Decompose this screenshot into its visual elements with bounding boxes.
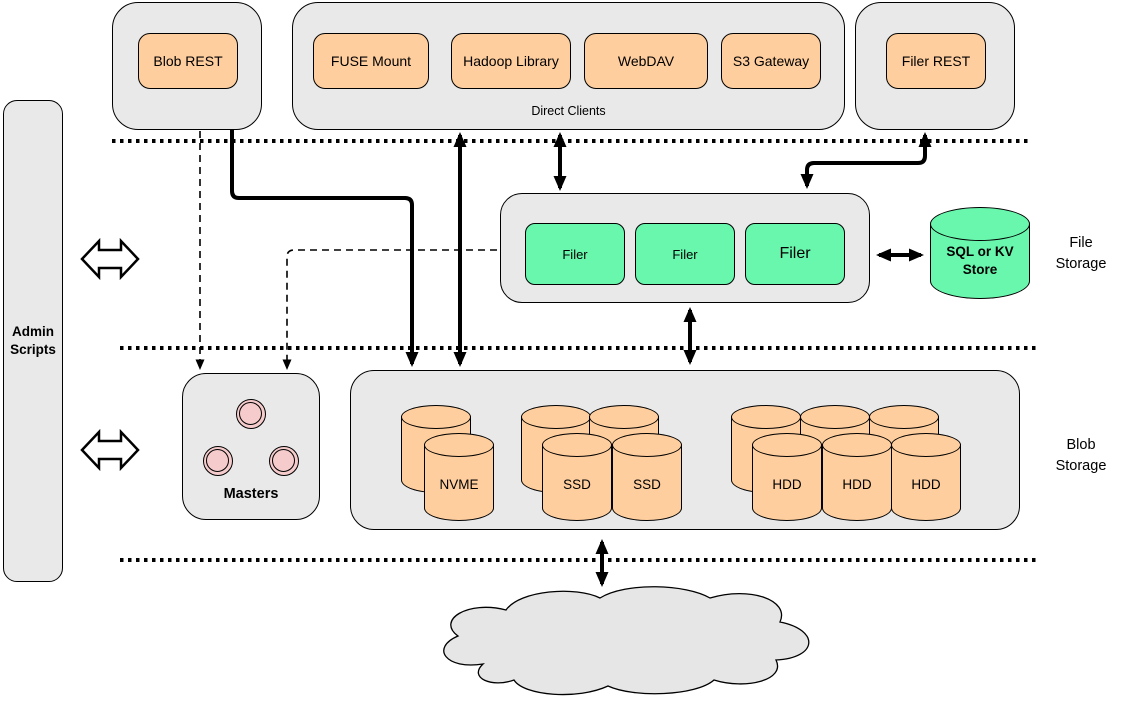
blob-rest-node: Blob REST (138, 33, 238, 89)
ssd-cylinder-1: SSD (542, 433, 612, 521)
fuse-mount-label: FUSE Mount (330, 53, 412, 69)
filer-rest-to-filers-arrow (800, 132, 932, 189)
filer-rest-node: Filer REST (886, 33, 986, 89)
cylinder-top (752, 433, 822, 457)
hdd-cylinder-3: HDD (891, 433, 961, 521)
filer-1-label: Filer (562, 246, 588, 262)
filer-node-1: Filer (525, 223, 625, 285)
hdd-cylinder-1: HDD (752, 433, 822, 521)
hdd-2-label: HDD (842, 477, 872, 492)
hdd-cylinder-2: HDD (822, 433, 892, 521)
cylinder-top (800, 405, 870, 429)
file-storage-section-label: File Storage (1055, 235, 1107, 273)
webdav-node: WebDAV (584, 33, 708, 89)
cylinder-top (891, 433, 961, 457)
nvme-label: NVME (439, 477, 479, 492)
cylinder-top (822, 433, 892, 457)
ssd-cylinder-2: SSD (612, 433, 682, 521)
cylinder-body (891, 445, 961, 521)
admin-file-storage-arrow (80, 237, 140, 281)
sql-kv-store-cylinder: SQL or KV Store (930, 207, 1030, 299)
master-node-circle-1 (236, 399, 266, 429)
cylinder-top (731, 405, 801, 429)
hdd-1-label: HDD (772, 477, 802, 492)
cylinder-top (930, 207, 1030, 241)
cylinder-top (521, 405, 591, 429)
admin-blob-storage-arrow (80, 428, 140, 472)
direct-clients-group: FUSE Mount Hadoop Library WebDAV S3 Gate… (292, 2, 845, 130)
master-node-circle-2 (203, 446, 233, 476)
cylinder-top (869, 405, 939, 429)
filer-rest-label: Filer REST (901, 53, 971, 69)
sql-kv-store-label: SQL or KV Store (946, 244, 1014, 278)
cylinder-top (589, 405, 659, 429)
cylinder-top (612, 433, 682, 457)
filer-node-3: Filer (745, 223, 845, 285)
cylinder-body (822, 445, 892, 521)
blob-rest-to-volumes-arrow (230, 130, 419, 367)
cylinder-body (542, 445, 612, 521)
s3-gateway-node: S3 Gateway (721, 33, 821, 89)
fuse-mount-node: FUSE Mount (313, 33, 429, 89)
webdav-label: WebDAV (617, 53, 675, 69)
master-node-circle-3 (269, 446, 299, 476)
cylinder-top (542, 433, 612, 457)
masters-group: Masters (182, 373, 320, 520)
direct-clients-caption: Direct Clients (531, 104, 606, 118)
blob-rest-group: Blob REST (112, 2, 262, 130)
hadoop-library-node: Hadoop Library (451, 33, 571, 89)
cloud-shape (443, 586, 810, 696)
cylinder-body (424, 445, 494, 521)
nvme-cylinder: NVME (424, 433, 494, 521)
hdd-3-label: HDD (911, 477, 941, 492)
hadoop-library-label: Hadoop Library (463, 53, 559, 69)
cylinder-top (401, 405, 471, 429)
masters-label: Masters (223, 485, 279, 502)
blob-rest-label: Blob REST (153, 53, 223, 69)
filers-to-masters-dashed-arrow (282, 249, 497, 370)
ssd-2-label: SSD (633, 477, 661, 492)
cylinder-top (424, 433, 494, 457)
cylinder-body (752, 445, 822, 521)
filer-2-label: Filer (672, 246, 698, 262)
filer-rest-group: Filer REST (855, 2, 1015, 130)
admin-scripts-label: Admin Scripts (10, 323, 56, 357)
filer-cluster-group: Filer Filer Filer (500, 193, 870, 303)
ssd-1-label: SSD (563, 477, 591, 492)
filer-node-2: Filer (635, 223, 735, 285)
filer-3-label: Filer (779, 245, 811, 262)
s3-gateway-label: S3 Gateway (732, 53, 810, 69)
cylinder-body (612, 445, 682, 521)
admin-scripts-box: Admin Scripts (3, 100, 63, 582)
volume-servers-group: NVME SSD SSD (350, 370, 1020, 530)
blob-storage-section-label: Blob Storage (1055, 437, 1107, 475)
